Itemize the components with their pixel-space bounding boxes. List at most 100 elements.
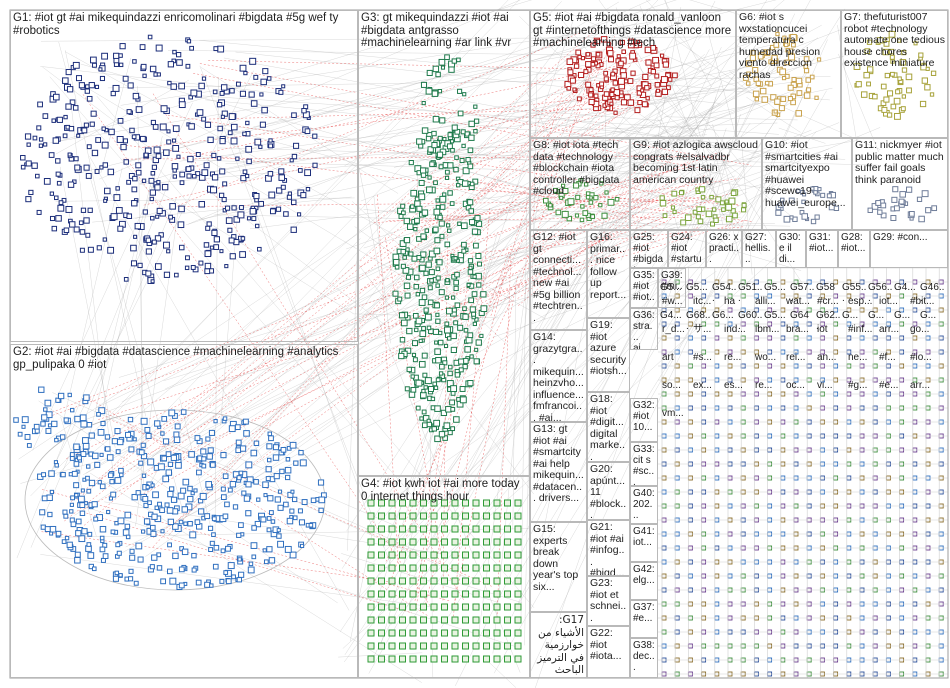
node-g1 (243, 70, 248, 76)
node-g1 (149, 196, 154, 202)
group-box-g25: G25: #iot #bigdat... (630, 230, 668, 268)
edge (179, 398, 212, 531)
small-group-label: G5... (764, 310, 786, 321)
group-label-g27: G27: hellis... (745, 232, 771, 265)
node-g2 (181, 506, 188, 513)
node-g1 (249, 57, 257, 65)
small-group-word: r_d... (662, 324, 685, 335)
node-g3 (402, 255, 407, 260)
node-g2 (73, 482, 80, 489)
edge (344, 1, 619, 166)
group-box-g37: G37: #e... (630, 600, 658, 638)
node-g1 (132, 59, 137, 64)
node-g2 (131, 493, 138, 501)
node-g1 (132, 92, 140, 100)
edge-highlight (388, 216, 697, 222)
edge (133, 73, 653, 472)
node-g2 (86, 542, 92, 547)
node-g2 (82, 437, 89, 444)
node-g3 (480, 291, 487, 298)
node-g2 (141, 529, 146, 534)
node-g2 (74, 493, 79, 498)
node-g2 (88, 432, 95, 439)
edge (399, 200, 726, 546)
edge (395, 104, 751, 259)
node-g1 (186, 39, 192, 44)
node-g1 (239, 205, 244, 210)
edge (256, 0, 677, 136)
edge (605, 129, 812, 213)
small-group-word: #f... (879, 352, 896, 363)
edge (436, 154, 620, 325)
node-g1 (88, 82, 95, 89)
node-g2 (167, 568, 173, 575)
node-g1 (79, 247, 85, 253)
group-box-g1: G1: #iot gt #ai mikequindazzi enricomoli… (10, 10, 358, 342)
edge (563, 10, 881, 150)
node-g1 (96, 245, 102, 251)
small-group-label: G... (868, 310, 885, 321)
node-g2 (213, 544, 220, 551)
node-g1 (107, 246, 115, 254)
node-g2 (172, 552, 179, 560)
node-g2 (54, 463, 59, 468)
edge-highlight (108, 418, 492, 587)
edge (92, 196, 352, 223)
node-g1 (163, 241, 170, 249)
node-g1 (185, 166, 192, 172)
edge (600, 103, 722, 162)
group-label-g31: G31: #iot... (809, 232, 834, 254)
node-g1 (142, 209, 148, 215)
node-g2 (49, 531, 54, 536)
node-g1 (291, 112, 297, 119)
node-g1 (54, 195, 59, 201)
node-g1 (145, 237, 152, 243)
group-box-g35: G35: #iot #iot... (630, 268, 658, 308)
group-label-g23: G23: #iot et schnei... (590, 577, 627, 624)
node-g1 (258, 201, 264, 207)
edge (74, 126, 700, 516)
small-group-word: ne... (848, 352, 868, 363)
edge-highlight (453, 156, 656, 314)
node-g1 (229, 253, 236, 260)
node-g1 (87, 207, 93, 213)
edge (373, 195, 391, 344)
edge (682, 120, 704, 146)
node-g2 (243, 430, 250, 437)
node-g1 (115, 207, 123, 214)
node-g2 (237, 557, 242, 562)
small-group-word: alli... (755, 296, 776, 307)
node-g2 (41, 472, 47, 478)
node-g1 (228, 113, 236, 121)
edge (511, 215, 736, 586)
node-g1 (209, 245, 214, 250)
node-g2 (268, 435, 274, 442)
edge (455, 241, 677, 687)
node-g2 (60, 471, 66, 478)
node-g2 (100, 420, 106, 427)
small-group-word: wat... (786, 296, 810, 307)
node-g3 (474, 317, 479, 322)
node-g1 (174, 272, 179, 278)
small-group-word: ind... (724, 324, 746, 335)
group-label-g32: G32: #iot 10... (633, 400, 655, 433)
group-label-g21: G21: #iot #ai #infog... #bigd... (590, 521, 625, 576)
node-g2 (188, 451, 195, 458)
edge (89, 156, 350, 611)
edge (499, 10, 889, 163)
node-g1 (245, 145, 253, 153)
edge-highlight (424, 187, 739, 205)
node-g2 (277, 540, 285, 548)
node-g1 (104, 187, 111, 195)
small-group-word: vi... (817, 380, 833, 391)
node-g1 (239, 64, 247, 72)
node-g2 (297, 508, 303, 514)
node-g1 (290, 226, 297, 233)
node-g2 (59, 434, 66, 440)
small-group-word: #g... (848, 380, 868, 391)
node-g2 (206, 453, 213, 460)
group-label-g11: G11: nickmyer #iot public matter much su… (855, 139, 944, 186)
node-g1 (151, 164, 157, 170)
edge (196, 95, 779, 135)
node-g1 (135, 169, 142, 176)
